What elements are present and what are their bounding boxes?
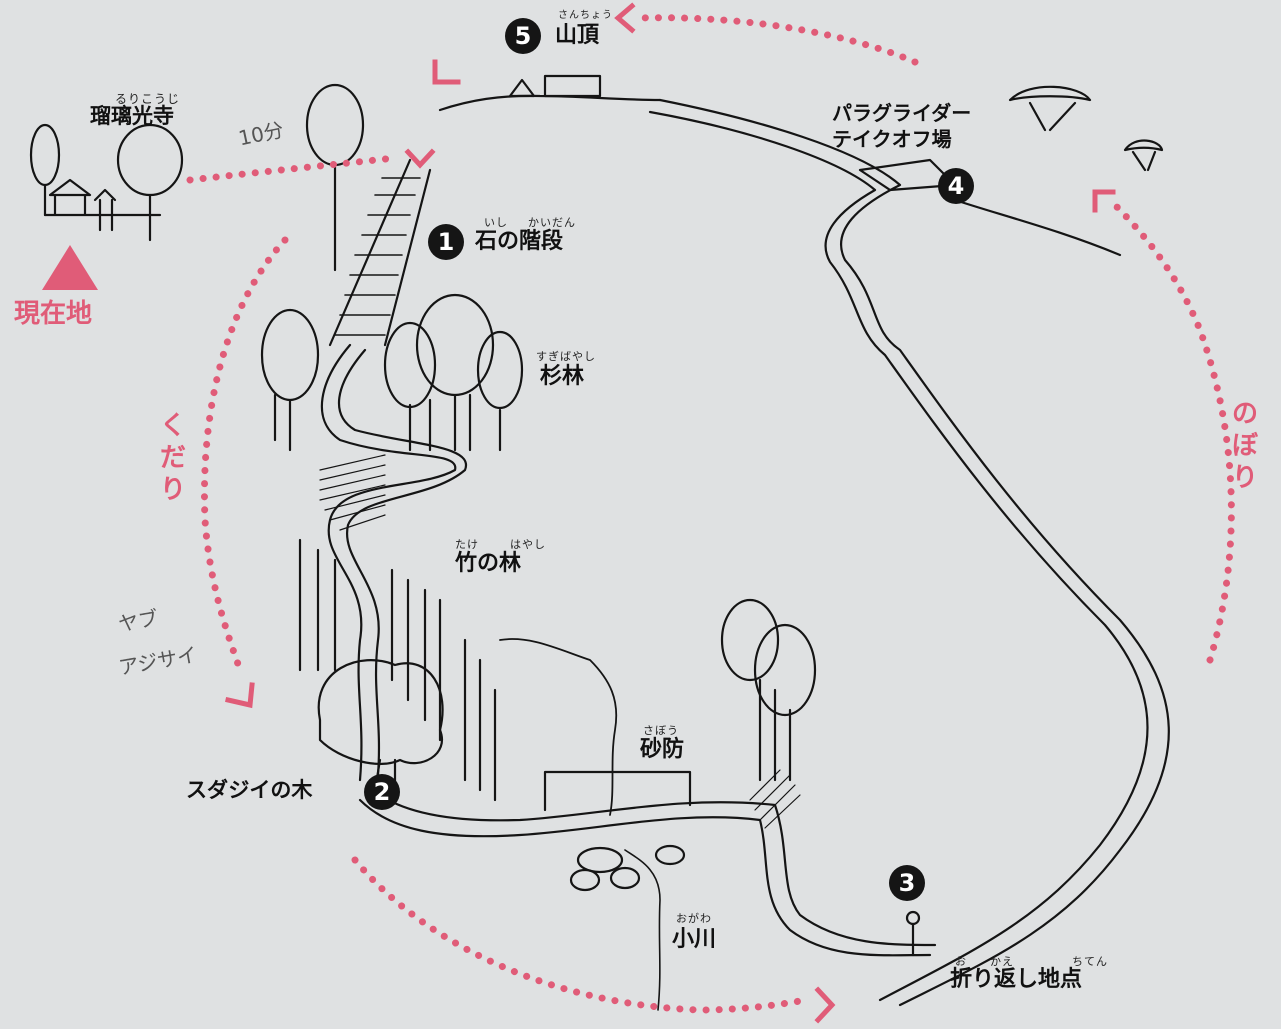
stone-steps-ruby-1: いし [484, 216, 508, 229]
route-arrowhead-steps [432, 59, 461, 85]
stone-steps-number: 1 [428, 224, 464, 260]
temple-ruby: るりこうじ [115, 92, 181, 106]
turnaround-post [905, 910, 921, 926]
summit-hut [508, 78, 536, 98]
erosion-dam [543, 770, 692, 812]
route-top-arc [636, 14, 919, 66]
summit-ruby: さんちょう [558, 10, 613, 21]
erosion-control-label: 砂防 [640, 737, 685, 762]
bamboo-forest-ruby-2: はやし [510, 538, 546, 551]
turnaround-number: 3 [889, 865, 925, 901]
stone-steps-label: 石の階段 [475, 229, 564, 254]
route-descent-arc [200, 236, 289, 674]
cedar-forest-trees [260, 83, 524, 452]
descent-label: くだり [160, 411, 187, 505]
temple-gate [93, 188, 117, 232]
stone-steps-outline [328, 158, 432, 347]
erosion-gully [499, 638, 618, 816]
paraglider-1-icon [1008, 85, 1092, 132]
sudajii-tree-label: スダジイの木 [186, 778, 313, 802]
crosshatch-patch-1 [319, 454, 386, 531]
loop-trail-outer [658, 98, 1170, 1007]
cedar-forest-ruby: すぎばやし [536, 350, 596, 363]
stone-steps-ruby-2: かいだん [528, 216, 576, 229]
paraglider-takeoff-number: 4 [938, 168, 974, 204]
paraglider-2-icon [1123, 139, 1164, 172]
stream-line [624, 849, 661, 1011]
temple-tree-1 [29, 123, 61, 187]
paraglider-takeoff-label-line2: テイクオフ場 [832, 127, 952, 151]
winding-trail-b [337, 348, 468, 777]
turnaround-ruby-3: ちてん [1072, 955, 1108, 968]
route-arrowhead-descent [225, 682, 255, 709]
summit-building [543, 74, 602, 98]
stone-steps-treads [334, 177, 421, 336]
lower-trail-a [358, 798, 932, 957]
cedar-forest-label: 杉林 [540, 364, 585, 389]
stream-ruby: おがわ [676, 912, 712, 925]
loop-trail-inner [648, 110, 1149, 1002]
turnaround-ruby-1: お [955, 955, 967, 968]
current-location-label: 現在地 [14, 299, 93, 329]
summit-ridge [438, 94, 662, 112]
route-bottom-arc [351, 856, 809, 1014]
route-arrowhead-ascent [1092, 189, 1116, 213]
route-ascent-arc [1111, 201, 1235, 664]
route-arrowhead-stepsdown [404, 148, 436, 169]
temple-tree-2 [116, 123, 184, 197]
summit-number: 5 [505, 18, 541, 54]
sudajii-tree-number: 2 [364, 774, 400, 810]
winding-trail-a [320, 343, 457, 782]
turnaround-label: 折り返し地点 [950, 967, 1083, 992]
erosion-area-trees [720, 598, 817, 782]
lower-trail-b [378, 793, 937, 947]
erosion-control-ruby: さぼう [643, 724, 679, 737]
bamboo-forest-ruby-1: たけ [455, 538, 479, 551]
triangle-up-icon [42, 245, 98, 290]
route-temple-to-steps [186, 154, 399, 184]
temple-label: 瑠璃光寺 [90, 104, 174, 128]
route-arrowhead-summit [614, 2, 636, 34]
bamboo-forest-stalks [298, 538, 497, 802]
turnaround-ruby-2: かえ [990, 955, 1014, 968]
crosshatch-patch-2 [749, 769, 801, 829]
summit-label: 山頂 [555, 23, 600, 48]
bamboo-forest-label: 竹の林 [455, 551, 522, 576]
stream-label: 小川 [672, 927, 717, 952]
ascent-label: のぼり [1232, 399, 1259, 493]
takeoff-slope [953, 198, 1122, 257]
route-arrowhead-bottom [814, 986, 836, 1024]
temple-building [43, 178, 162, 217]
stream-rocks [569, 844, 686, 892]
paraglider-takeoff-label-line1: パラグライダー [832, 101, 972, 125]
